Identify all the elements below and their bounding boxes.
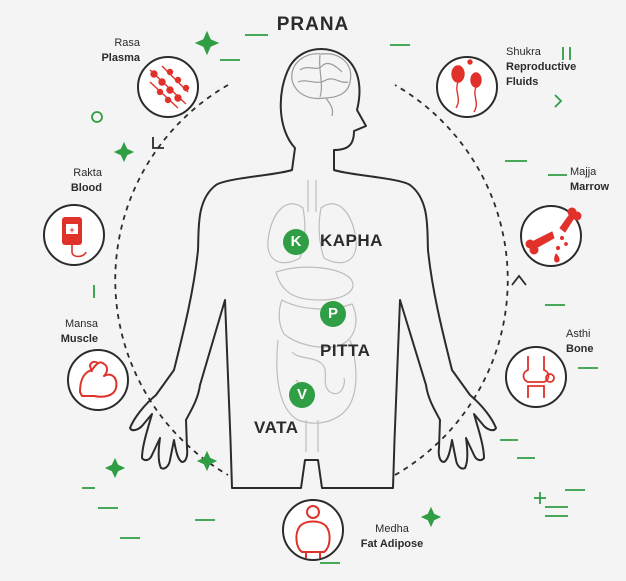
shukra-english-line1: Reproductive <box>506 61 577 73</box>
asthi-sanskrit: Asthi <box>566 328 591 340</box>
medha-sanskrit: Medha <box>375 523 409 535</box>
prana-title: PRANA <box>276 14 350 35</box>
mansa-english: Muscle <box>60 333 98 345</box>
dhatu-circles <box>43 56 582 561</box>
shukra-label: Shukra Reproductive Fluids <box>506 45 624 90</box>
kapha-label: KAPHA <box>320 231 383 250</box>
medha-label: Medha Fat Adipose <box>352 522 432 552</box>
rasa-label: Rasa Plasma <box>60 36 140 66</box>
mansa-sanskrit: Mansa <box>64 318 98 330</box>
plasma-cells-icon <box>149 65 190 109</box>
pitta-badge: P <box>320 301 346 327</box>
rasa-sanskrit: Rasa <box>114 37 140 49</box>
rakta-english: Blood <box>70 182 102 194</box>
organs-illustration <box>267 180 357 452</box>
brain-illustration <box>291 53 352 117</box>
majja-sanskrit: Majja <box>570 166 597 178</box>
rasa-english: Plasma <box>101 52 140 64</box>
arrow-head-left <box>152 137 164 149</box>
shukra-english-line2: Fluids <box>506 76 539 88</box>
human-body-outline <box>129 47 497 489</box>
sperm-cells-icon <box>451 59 482 113</box>
mansa-label: Mansa Muscle <box>16 317 98 347</box>
fat-body-icon <box>295 505 331 558</box>
asthi-label: Asthi Bone <box>566 327 622 357</box>
vata-label: VATA <box>254 418 299 437</box>
arrow-head-right <box>511 274 527 286</box>
majja-label: Majja Marrow <box>570 165 622 195</box>
vata-badge: V <box>289 382 315 408</box>
shukra-sanskrit: Shukra <box>506 46 541 58</box>
flexed-arm-icon <box>79 360 118 398</box>
cycle-ring <box>114 84 509 476</box>
asthi-english: Bone <box>566 343 594 355</box>
rakta-label: Rakta Blood <box>20 166 102 196</box>
broken-bone-icon <box>525 207 582 263</box>
blood-bag-icon: + <box>62 217 87 258</box>
majja-english: Marrow <box>570 181 610 193</box>
kapha-badge: K <box>283 229 309 255</box>
svg-text:+: + <box>69 225 74 235</box>
pitta-label: PITTA <box>320 341 371 360</box>
decorative-marks <box>82 30 598 564</box>
knee-joint-icon <box>522 356 555 398</box>
rakta-sanskrit: Rakta <box>73 167 102 179</box>
medha-english: Fat Adipose <box>360 538 424 550</box>
